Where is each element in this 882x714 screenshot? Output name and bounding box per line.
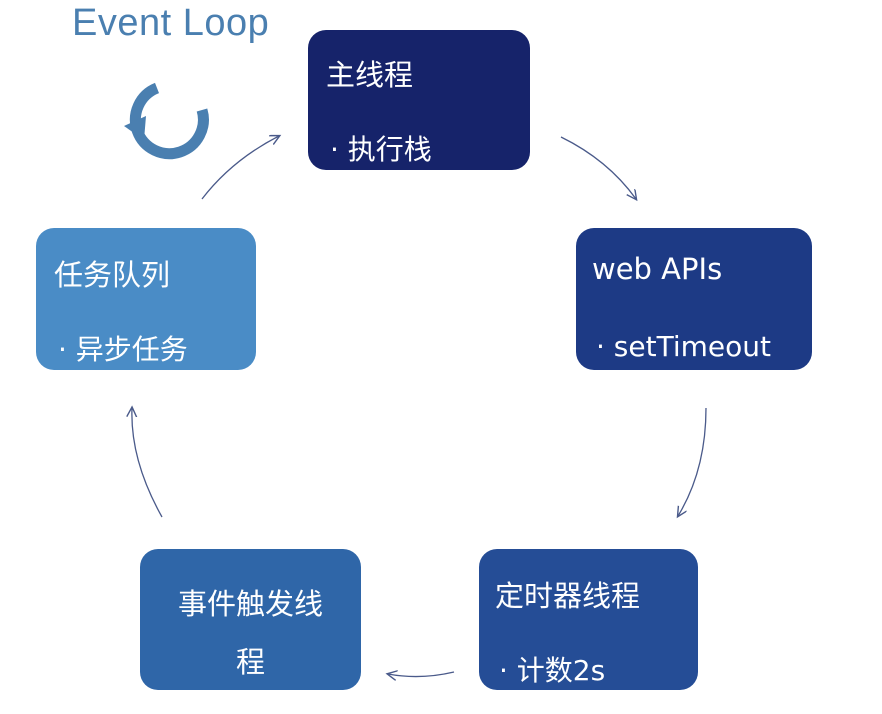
node-task-queue-item: · 异步任务 [58,333,188,366]
node-task-queue: 任务队列 · 异步任务 [36,228,256,370]
arrow-timer-to-trigger [388,672,455,677]
node-event-trigger-heading-line1: 事件触发线 [177,587,323,621]
node-timer-thread: 定时器线程 · 计数2s [479,549,698,690]
node-web-apis-item: · setTimeout [596,330,771,363]
diagram-title: Event Loop [72,2,270,44]
node-main-thread-heading: 主线程 [326,58,414,92]
node-event-trigger-heading-line2: 程 [235,645,265,679]
node-main-thread-item: · 执行栈 [330,133,432,166]
node-event-trigger-heading: 事件触发线 程 [140,575,361,691]
node-timer-thread-heading: 定时器线程 [495,579,641,613]
node-main-thread: 主线程 · 执行栈 [308,30,530,170]
arrow-web-to-timer [678,407,707,516]
node-timer-thread-item: · 计数2s [499,654,606,687]
arrow-trigger-to-queue [132,408,163,518]
node-task-queue-heading: 任务队列 [54,258,171,292]
refresh-cycle-icon [124,82,209,160]
arrow-main-to-web [560,136,636,199]
arrow-queue-to-main [201,136,279,200]
node-event-trigger-thread: 事件触发线 程 [140,549,361,690]
node-web-apis: web APIs · setTimeout [576,228,812,370]
node-web-apis-heading: web APIs [592,252,723,286]
